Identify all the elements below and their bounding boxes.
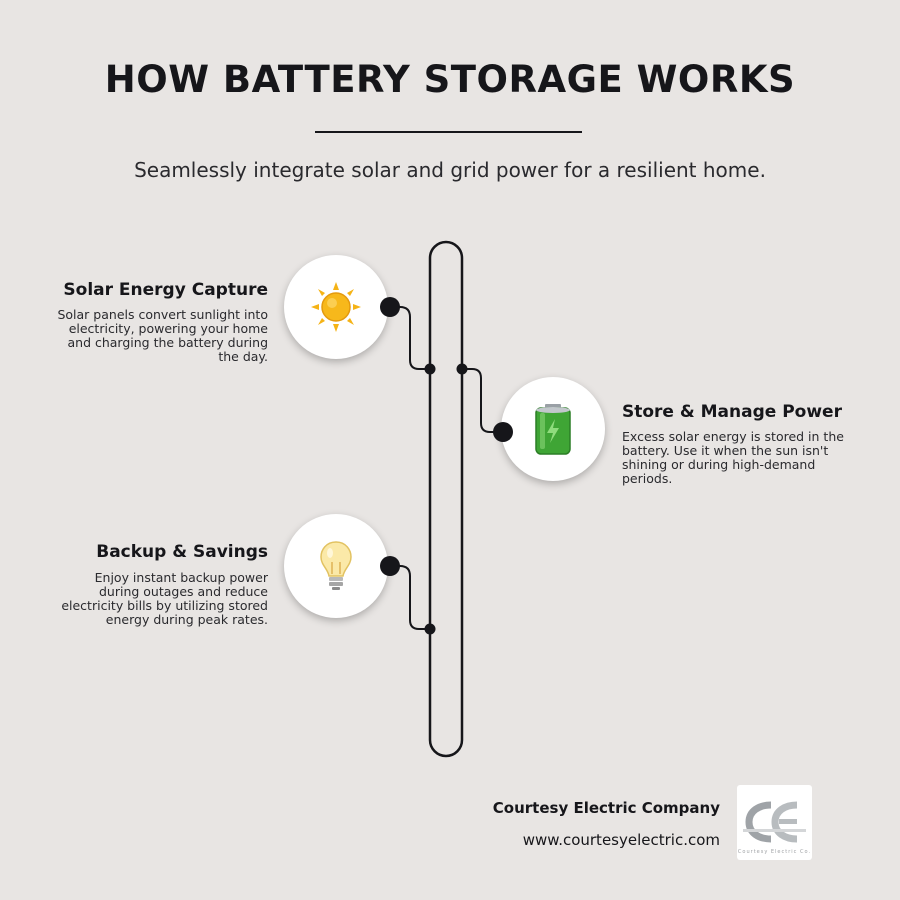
title-divider: [315, 131, 582, 133]
connector-step-3: [390, 565, 430, 630]
step-2-title: Store & Manage Power: [622, 402, 842, 422]
light-bulb-icon: [320, 541, 352, 590]
step-1-description: Solar panels convert sunlight into elect…: [57, 307, 268, 364]
junction-dot-step-3: [424, 623, 436, 635]
step-1-title: Solar Energy Capture: [63, 280, 268, 300]
company-website[interactable]: www.courtesyelectric.com: [522, 831, 720, 849]
company-logo-icon: Courtesy Electric Co.: [738, 801, 811, 855]
junction-dot-step-2: [456, 363, 468, 375]
step-3-title: Backup & Savings: [96, 542, 268, 562]
page-subtitle: Seamlessly integrate solar and grid powe…: [134, 158, 766, 182]
node-dot-step-1: [380, 297, 400, 317]
node-dot-step-3: [380, 556, 400, 576]
step-2-icon-circle: [501, 377, 605, 481]
central-pipe: [428, 240, 464, 758]
svg-text:Courtesy Electric Co.: Courtesy Electric Co.: [738, 849, 811, 855]
connector-step-1: [390, 306, 430, 370]
battery-icon: [535, 404, 571, 455]
junction-dot-step-1: [424, 363, 436, 375]
step-3-description: Enjoy instant backup power during outage…: [61, 570, 268, 627]
node-dot-step-2: [493, 422, 513, 442]
step-3-icon-circle: [284, 514, 388, 618]
company-logo: Courtesy Electric Co.: [737, 785, 812, 860]
company-name: Courtesy Electric Company: [492, 799, 720, 817]
step-2-description: Excess solar energy is stored in the bat…: [622, 429, 844, 486]
sun-icon: [311, 282, 361, 332]
connector-step-2: [462, 368, 503, 433]
step-1-icon-circle: [284, 255, 388, 359]
page-title: HOW BATTERY STORAGE WORKS: [104, 58, 796, 101]
